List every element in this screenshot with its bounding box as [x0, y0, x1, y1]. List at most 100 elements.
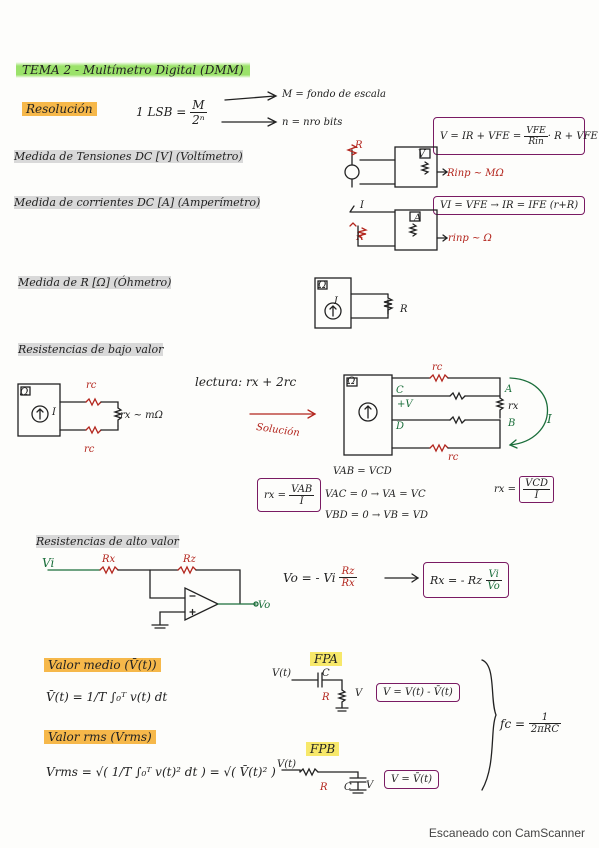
- alto-box-lhs: Rx = - Rz: [430, 573, 482, 587]
- ohmetro-circuit: [314, 277, 394, 329]
- kelvin-b-label: B: [508, 418, 516, 429]
- kelvin-v-label: +V: [397, 399, 413, 410]
- fpb-r: R: [320, 782, 328, 793]
- ohm-meter-label: Ω: [318, 280, 327, 291]
- alto-rz: Rz: [183, 554, 196, 565]
- kelvin-rc-bot: rc: [448, 452, 459, 463]
- lsb-formula: 1 LSB = M 2ⁿ: [136, 98, 207, 127]
- amperimetro-circuit: [349, 205, 449, 251]
- alto-rx-box: Rx = - Rz Vi Vo: [423, 562, 509, 598]
- bajo-rx: rx ~ mΩ: [120, 410, 163, 421]
- alto-valor-circuit: [47, 565, 259, 629]
- resolucion-label: Resolución: [22, 102, 97, 116]
- amp-rinp: rinp ~ Ω: [448, 233, 492, 244]
- kelvin-a-label: A: [505, 384, 513, 395]
- kelvin-c-label: C: [396, 385, 404, 396]
- kelvin-meter-label: Ω: [347, 376, 356, 387]
- fpb-circuit: [281, 767, 367, 794]
- bajo-lectura: lectura: rx + 2rc: [195, 375, 297, 389]
- bajo-valor-heading: Resistencias de bajo valor: [18, 343, 164, 356]
- bajo-eq1: VAB = VCD: [333, 466, 392, 477]
- fpb-vt: V(t): [277, 759, 297, 770]
- m-definition: M = fondo de escala: [282, 89, 387, 100]
- bajo-box-num: VAB: [289, 483, 315, 496]
- bajo-valor-circuit: [17, 383, 124, 437]
- lsb-fraction: M 2ⁿ: [190, 98, 207, 127]
- bajo-right-fraction: VCD I: [519, 476, 555, 503]
- fpa-r: R: [322, 692, 330, 703]
- volt-box-tail: · R + VFE: [547, 130, 598, 142]
- fc-formula: fc = 1 2πRC: [500, 712, 561, 735]
- kelvin-rc-top: rc: [432, 362, 443, 373]
- valor-medio-formula: V̄(t) = 1/T ∫₀ᵀ v(t) dt: [46, 690, 168, 704]
- scanner-watermark: Escaneado con CamScanner: [428, 826, 585, 840]
- bajo-box-fraction: VAB I: [289, 483, 315, 507]
- alto-vi: Vi: [42, 556, 55, 570]
- bajo-rc-top: rc: [86, 380, 97, 391]
- ohm-i-label: I: [334, 296, 338, 307]
- voltimetro-circuit: [344, 144, 449, 188]
- arrow-to-m: [224, 95, 276, 101]
- kelvin-rx-label: rx: [508, 401, 519, 412]
- bajo-box-lhs: rx =: [264, 489, 286, 501]
- alto-box-fraction: Vi Vo: [485, 569, 502, 592]
- volt-box-den: Rin: [528, 136, 544, 147]
- amp-i-label: I: [360, 200, 364, 211]
- ohm-r-label: R: [400, 304, 408, 315]
- lsb-lhs: 1 LSB =: [136, 105, 187, 119]
- volt-rinp: Rinp ~ MΩ: [447, 168, 504, 179]
- bajo-rx-box: rx = VAB I: [257, 478, 322, 512]
- amperimetro-heading: Medida de corrientes DC [A] (Amperímetro…: [14, 196, 261, 209]
- fpa-v: V: [355, 688, 363, 699]
- fpa-label: FPA: [310, 652, 342, 666]
- filter-brace: [481, 659, 497, 791]
- alto-rx: Rx: [102, 554, 116, 565]
- lsb-den: 2ⁿ: [192, 113, 205, 127]
- fc-fraction: 1 2πRC: [528, 712, 561, 735]
- ohmetro-heading: Medida de R [Ω] (Óhmetro): [18, 276, 172, 289]
- alto-valor-heading: Resistencias de alto valor: [36, 535, 179, 548]
- volt-box-fraction: VFE Rin: [524, 125, 548, 147]
- volt-meter-label: V: [418, 149, 426, 160]
- n-definition: n = nro bits: [282, 117, 343, 128]
- alto-eq: Vo = - Vi Rz Rx: [283, 566, 357, 589]
- bajo-meter-label: Ω: [20, 387, 29, 398]
- kelvin-d-label: D: [396, 421, 405, 432]
- voltimetro-heading: Medida de Tensiones DC [V] (Voltímetro): [14, 150, 243, 163]
- amp-meter-label: A: [414, 213, 422, 224]
- alto-eq-lhs: Vo = - Vi: [283, 570, 336, 585]
- fpa-box: V = V(t) - V̄(t): [376, 683, 460, 702]
- alto-eq-fraction: Rz Rx: [339, 566, 357, 589]
- fc-num: 1: [528, 712, 561, 724]
- fpb-c: C: [344, 782, 352, 793]
- fpa-vt: V(t): [272, 668, 292, 679]
- volt-box-lhs: V = IR + VFE =: [440, 130, 522, 142]
- fpb-v: V: [366, 780, 374, 791]
- bajo-i-label: I: [52, 407, 56, 418]
- current-loop-arrow: [509, 377, 548, 446]
- valor-medio-heading: Valor medio (V̄(t)): [44, 658, 161, 672]
- valor-rms-formula: Vrms = √( 1/T ∫₀ᵀ v(t)² dt ) = √( V̄(t)²…: [46, 765, 276, 779]
- bajo-right-den: I: [534, 490, 539, 501]
- bajo-eq2: VAC = 0 → VA = VC: [325, 489, 426, 500]
- bajo-box-den: I: [299, 495, 304, 507]
- valor-rms-heading: Valor rms (Vrms): [44, 730, 156, 744]
- page-title: TEMA 2 - Multímetro Digital (DMM): [16, 62, 250, 78]
- amperimetro-formula-box: VI = VFE → IR = IFE (r+R): [433, 196, 586, 215]
- volt-r-label: R: [355, 140, 363, 151]
- bajo-eq3: VBD = 0 → VB = VD: [325, 510, 428, 521]
- volt-box-num: VFE: [524, 125, 548, 137]
- lsb-num: M: [190, 98, 207, 113]
- bajo-right-lhs: rx =: [494, 484, 516, 495]
- bajo-rx-right: rx = VCD I: [494, 476, 555, 503]
- alto-eq-num: Rz: [339, 566, 357, 578]
- fpb-box: V = V̄(t): [384, 770, 440, 789]
- alto-eq-den: Rx: [341, 578, 355, 589]
- alto-box-den: Vo: [487, 580, 500, 592]
- fpa-c: C: [322, 668, 330, 679]
- kelvin-big-i: I: [547, 412, 552, 426]
- alto-box-num: Vi: [485, 569, 502, 581]
- voltimetro-formula-box: V = IR + VFE = VFE Rin · R + VFE: [433, 117, 598, 155]
